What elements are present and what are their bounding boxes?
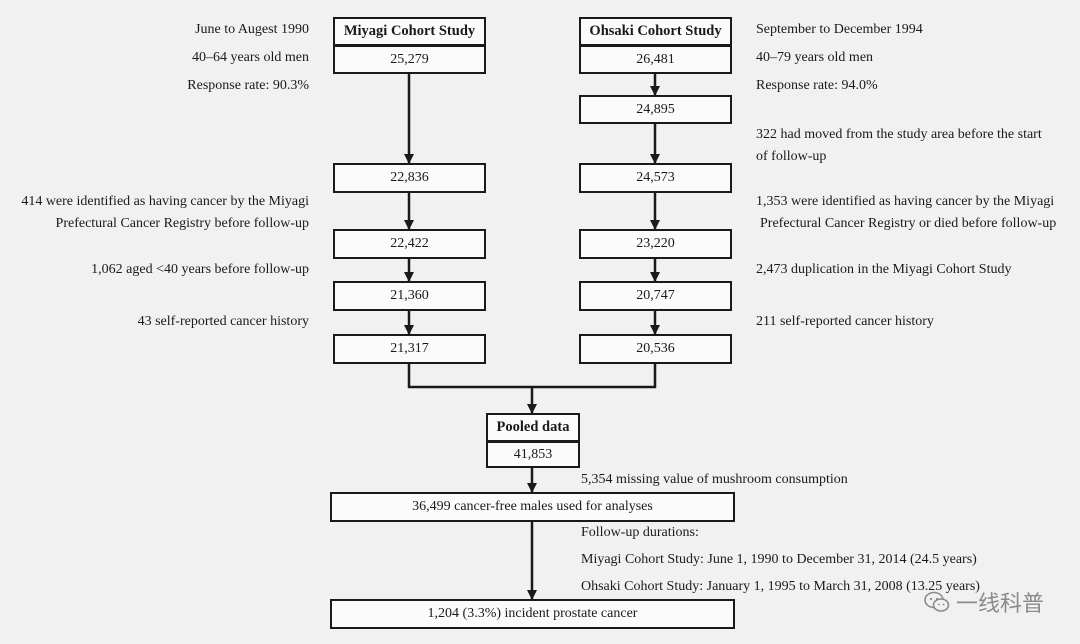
- wechat-icon: [924, 591, 950, 612]
- ohsaki-title-box: Ohsaki Cohort Study: [579, 17, 732, 46]
- ohsaki-exclusion-1b: 322 had moved from the study area before…: [756, 124, 1042, 168]
- miyagi-population: 40–64 years old men: [191, 50, 309, 65]
- missing-note: 5,354 missing value of mushroom consumpt…: [581, 472, 848, 487]
- outcome-box: 1,204 (3.3%) incident prostate cancer: [330, 599, 735, 629]
- merge-line: [407, 363, 657, 389]
- miyagi-n2-box: 22,836: [333, 163, 486, 193]
- followup-ohsaki: Ohsaki Cohort Study: January 1, 1995 to …: [581, 579, 980, 594]
- watermark: 一线科普: [924, 586, 1044, 618]
- miyagi-n4-box: 21,360: [333, 281, 486, 311]
- miyagi-exclusion-2-line1: 414 were identified as having cancer by …: [21, 194, 309, 209]
- ohsaki-n2-box: 24,573: [579, 163, 732, 193]
- ohsaki-n4-box: 20,747: [579, 281, 732, 311]
- ohsaki-period: September to December 1994: [756, 22, 923, 37]
- ohsaki-response: Response rate: 94.0%: [756, 78, 878, 93]
- ohsaki-exclusion-4: 211 self-reported cancer history: [756, 314, 934, 329]
- miyagi-n5-box: 21,317: [333, 334, 486, 364]
- miyagi-n1-box: 25,279: [333, 45, 486, 74]
- miyagi-exclusion-2-line2: Prefectural Cancer Registry before follo…: [55, 216, 309, 231]
- miyagi-response: Response rate: 90.3%: [187, 78, 309, 93]
- miyagi-exclusion-3: 1,062 aged <40 years before follow-up: [91, 262, 309, 277]
- analysis-box: 36,499 cancer-free males used for analys…: [330, 492, 735, 522]
- miyagi-title-box: Miyagi Cohort Study: [333, 17, 486, 46]
- pooled-n-box: 41,853: [486, 441, 580, 468]
- ohsaki-n1b-box: 24,895: [579, 95, 732, 124]
- miyagi-period: June to Augest 1990: [195, 22, 309, 37]
- ohsaki-population: 40–79 years old men: [756, 50, 874, 65]
- ohsaki-exclusion-1b-line2: of follow-up: [756, 149, 827, 164]
- ohsaki-exclusion-2-line1: 1,353 were identified as having cancer b…: [756, 194, 1055, 209]
- ohsaki-n5-box: 20,536: [579, 334, 732, 364]
- miyagi-exclusion-4: 43 self-reported cancer history: [137, 314, 309, 329]
- miyagi-n3-box: 22,422: [333, 229, 486, 259]
- watermark-text: 一线科普: [955, 592, 1044, 617]
- ohsaki-exclusion-2: 1,353 were identified as having cancer b…: [756, 191, 1056, 235]
- ohsaki-n3-box: 23,220: [579, 229, 732, 259]
- ohsaki-exclusion-3: 2,473 duplication in the Miyagi Cohort S…: [756, 262, 1012, 277]
- ohsaki-n1-box: 26,481: [579, 45, 732, 74]
- followup-title: Follow-up durations:: [581, 525, 699, 540]
- followup-miyagi: Miyagi Cohort Study: June 1, 1990 to Dec…: [581, 552, 977, 567]
- ohsaki-exclusion-1b-line1: 322 had moved from the study area before…: [756, 127, 1042, 142]
- pooled-title-box: Pooled data: [486, 413, 580, 442]
- ohsaki-exclusion-2-line2: Prefectural Cancer Registry or died befo…: [760, 216, 1057, 231]
- miyagi-exclusion-2: 414 were identified as having cancer by …: [21, 191, 309, 235]
